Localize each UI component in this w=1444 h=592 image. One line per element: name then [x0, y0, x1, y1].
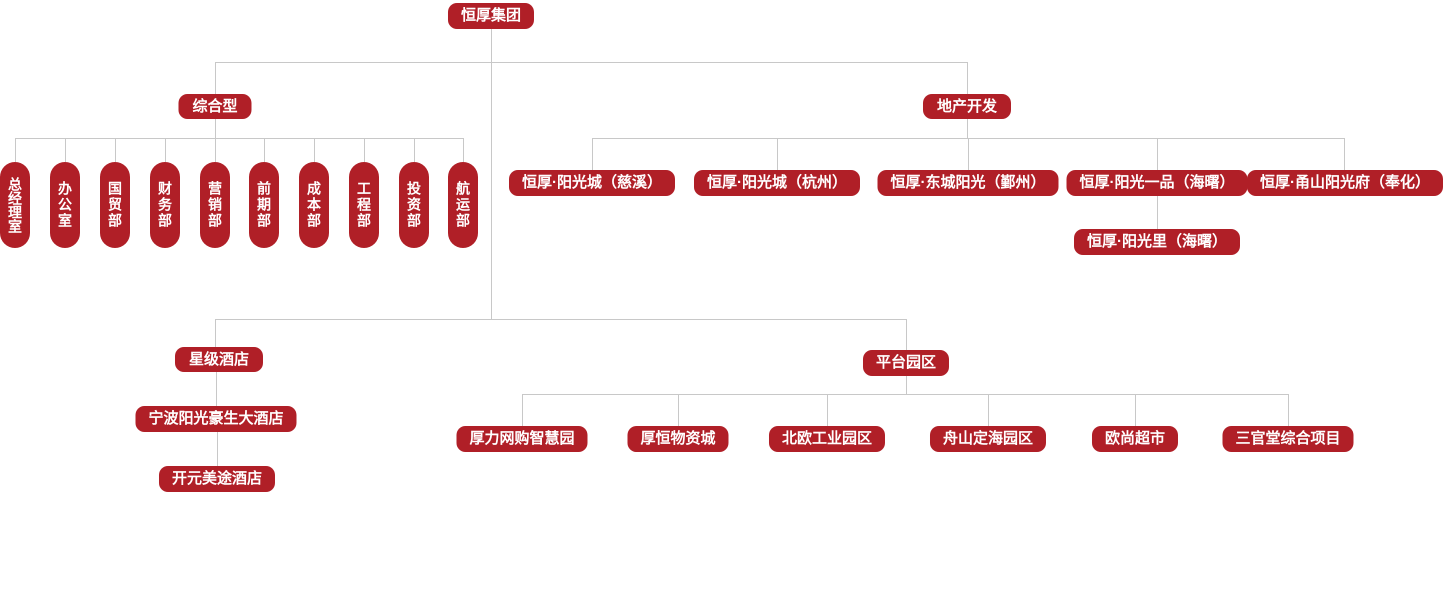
connector-line	[777, 138, 778, 170]
node-project: 恒厚·甬山阳光府（奉化）	[1247, 170, 1443, 196]
node-dept: 航运部	[448, 162, 478, 248]
connector-line	[364, 138, 365, 162]
node-hotel: 宁波阳光豪生大酒店	[135, 406, 297, 432]
node-dept: 前期部	[249, 162, 279, 248]
connector-line	[215, 319, 906, 320]
connector-line	[215, 119, 216, 138]
node-hotel: 开元美途酒店	[158, 466, 276, 492]
connector-line	[988, 394, 989, 426]
node-park: 厚恒物资城	[627, 426, 729, 452]
connector-line	[906, 319, 907, 350]
node-root: 恒厚集团	[447, 3, 535, 29]
node-project: 恒厚·东城阳光（鄞州）	[877, 170, 1059, 196]
connector-line	[15, 138, 463, 139]
node-dept: 总经理室	[0, 162, 30, 248]
connector-line	[463, 138, 464, 162]
node-dept: 财务部	[150, 162, 180, 248]
node-park: 三官堂综合项目	[1222, 426, 1354, 452]
connector-line	[1135, 394, 1136, 426]
connector-line	[678, 394, 679, 426]
node-category-real-estate: 地产开发	[922, 94, 1012, 119]
node-project: 恒厚·阳光城（杭州）	[694, 170, 860, 196]
node-project: 恒厚·阳光城（慈溪）	[509, 170, 675, 196]
connector-line	[1288, 394, 1289, 426]
node-dept: 成本部	[299, 162, 329, 248]
connector-line	[215, 62, 967, 63]
connector-line	[1157, 196, 1158, 229]
node-dept: 国贸部	[100, 162, 130, 248]
connector-line	[15, 138, 16, 162]
connector-line	[522, 394, 523, 426]
connector-line	[216, 372, 217, 406]
node-dept: 营销部	[200, 162, 230, 248]
connector-line	[906, 376, 907, 394]
connector-line	[215, 62, 216, 94]
connector-line	[491, 29, 492, 319]
node-park: 欧尚超市	[1091, 426, 1179, 452]
connector-line	[414, 138, 415, 162]
connector-line	[314, 138, 315, 162]
connector-line	[65, 138, 66, 162]
connector-line	[1344, 138, 1345, 170]
connector-line	[522, 394, 1288, 395]
connector-line	[967, 119, 968, 138]
node-dept: 工程部	[349, 162, 379, 248]
node-dept: 投资部	[399, 162, 429, 248]
connector-line	[264, 138, 265, 162]
connector-line	[827, 394, 828, 426]
connector-line	[115, 138, 116, 162]
connector-line	[215, 138, 216, 162]
connector-line	[967, 62, 968, 94]
node-project: 恒厚·阳光一品（海曙）	[1066, 170, 1248, 196]
connector-line	[165, 138, 166, 162]
connector-line	[968, 138, 969, 170]
node-park: 舟山定海园区	[929, 426, 1047, 452]
node-dept: 办公室	[50, 162, 80, 248]
connector-line	[592, 138, 593, 170]
node-park: 北欧工业园区	[768, 426, 886, 452]
node-category-parks: 平台园区	[862, 350, 950, 376]
node-category-comprehensive: 综合型	[178, 94, 252, 119]
connector-line	[215, 319, 216, 347]
node-category-hotels: 星级酒店	[174, 347, 264, 372]
connector-line	[1157, 138, 1158, 170]
node-project: 恒厚·阳光里（海曙）	[1074, 229, 1240, 255]
connector-line	[217, 432, 218, 466]
node-park: 厚力网购智慧园	[456, 426, 588, 452]
